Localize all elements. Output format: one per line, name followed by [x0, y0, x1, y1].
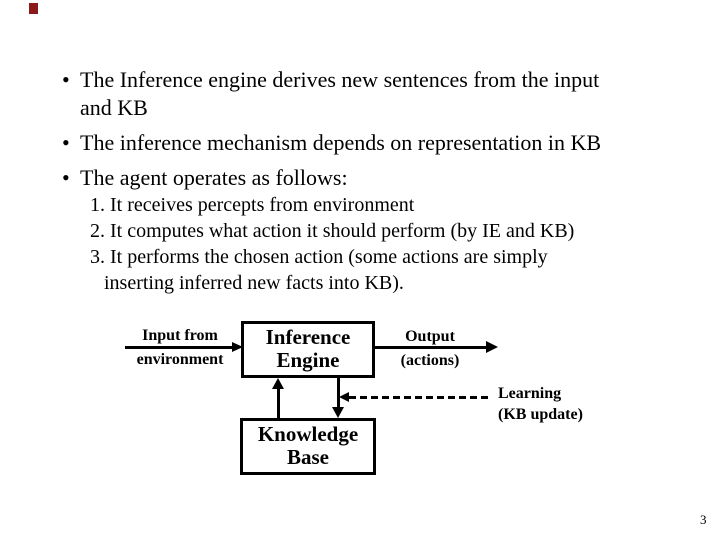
output-label-line-2: (actions): [400, 352, 460, 369]
learning-label-line-1: Learning: [498, 385, 562, 402]
ie-to-kb-arrow-line: [337, 378, 340, 408]
step-3-line-2: inserting inferred new facts into KB).: [104, 272, 404, 294]
slide-accent-mark: [29, 3, 38, 14]
input-label-line-2: environment: [136, 351, 224, 368]
knowledge-base-label-line-2: Base: [287, 445, 329, 469]
step-3-line-1: 3. It performs the chosen action (some a…: [90, 246, 548, 268]
inference-engine-label-line-1: Inference: [265, 325, 351, 349]
learning-dashed-line: [349, 396, 492, 399]
bullet-icon: •: [62, 130, 70, 155]
ie-to-kb-arrowhead-down-icon: [332, 407, 344, 418]
bullet-item-1: • The Inference engine derives new senten…: [62, 66, 599, 94]
bullet-icon: •: [62, 165, 70, 190]
bullet-item-3: • The agent operates as follows:: [62, 164, 348, 192]
page-number: 3: [700, 512, 707, 527]
output-label-line-1: Output: [405, 328, 455, 345]
bullet-icon: •: [62, 67, 70, 92]
inference-engine-box: Inference Engine: [241, 321, 375, 378]
input-arrowhead-right-icon: [232, 342, 243, 352]
bullet-1-text-line-1: The Inference engine derives new sentenc…: [80, 67, 600, 92]
bullet-1-text-line-2: and KB: [80, 95, 148, 120]
learning-label-line-2: (KB update): [498, 406, 583, 423]
bullet-item-2: • The inference mechanism depends on repr…: [62, 129, 601, 157]
bullet-3-text: The agent operates as follows:: [80, 165, 348, 190]
kb-to-ie-arrow-line: [277, 388, 280, 418]
learning-arrowhead-left-icon: [339, 392, 349, 402]
kb-to-ie-arrowhead-up-icon: [272, 378, 284, 389]
step-2: 2. It computes what action it should per…: [90, 220, 575, 242]
bullet-2-text: The inference mechanism depends on repre…: [80, 130, 602, 155]
output-arrowhead-right-icon: [486, 341, 498, 353]
knowledge-base-box: Knowledge Base: [240, 418, 376, 475]
knowledge-base-label-line-1: Knowledge: [257, 422, 359, 446]
input-label-line-1: Input from: [142, 327, 218, 344]
inference-engine-label-line-2: Engine: [276, 348, 340, 372]
input-arrow-line: [125, 346, 234, 349]
step-1: 1. It receives percepts from environment: [90, 194, 415, 216]
output-arrow-line: [375, 346, 487, 349]
